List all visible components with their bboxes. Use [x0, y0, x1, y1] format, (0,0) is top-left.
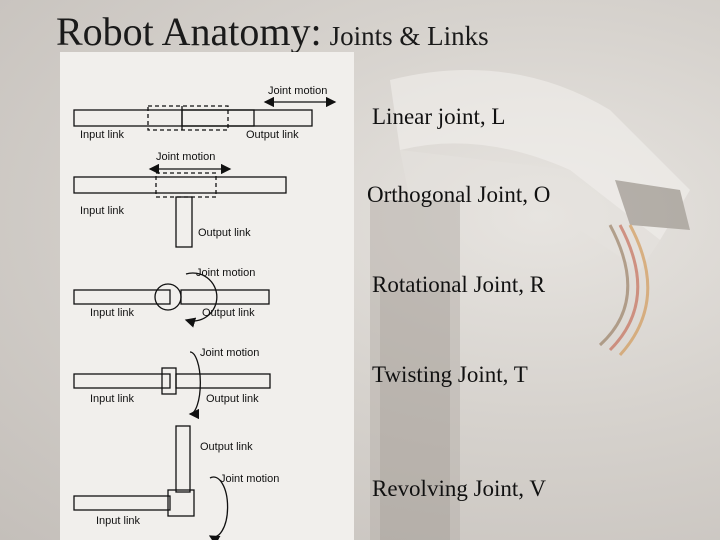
linear-joint-input-link-label: Input link [80, 129, 125, 141]
robot-arm-background-image [370, 70, 690, 540]
joint-diagrams: Joint motion Input link Output link Join… [73, 85, 337, 540]
linear-joint-motion-label: Joint motion [268, 85, 327, 97]
joint-label-orthogonal: Orthogonal Joint, O [367, 182, 551, 207]
twisting-joint-motion-label: Joint motion [200, 347, 259, 359]
slide-title-main: Robot Anatomy: [56, 9, 322, 54]
linear-joint-diagram: Joint motion Input link Output link [73, 85, 337, 141]
joint-label-linear: Linear joint, L [372, 104, 506, 129]
rotational-joint-output-link-label: Output link [202, 307, 255, 319]
revolving-joint-input-link-label: Input link [96, 515, 141, 527]
orthogonal-joint-diagram: Joint motion Input link Output link [73, 151, 287, 248]
rotational-joint-motion-label: Joint motion [196, 267, 255, 279]
revolving-joint-output-link-label: Output link [200, 441, 253, 453]
orthogonal-joint-output-link-label: Output link [198, 227, 251, 239]
joint-types-figure: Joint motion Input link Output link Join… [60, 52, 354, 540]
joint-label-rotational: Rotational Joint, R [372, 272, 546, 297]
joint-label-twisting: Twisting Joint, T [372, 362, 528, 387]
orthogonal-joint-motion-label: Joint motion [156, 151, 215, 163]
revolving-joint-diagram: Output link Joint motion Input link [73, 425, 279, 540]
rotational-joint-input-link-label: Input link [90, 307, 135, 319]
revolving-joint-motion-label: Joint motion [220, 473, 279, 485]
slide-title: Robot Anatomy: Joints & Links [56, 8, 489, 55]
linear-joint-output-link-label: Output link [246, 129, 299, 141]
orthogonal-joint-input-link-label: Input link [80, 205, 125, 217]
rotational-joint-diagram: Joint motion Input link Output link [73, 267, 270, 328]
twisting-joint-output-link-label: Output link [206, 393, 259, 405]
slide-title-sub: Joints & Links [329, 21, 489, 51]
joint-label-revolving: Revolving Joint, V [372, 476, 547, 501]
twisting-joint-input-link-label: Input link [90, 393, 135, 405]
twisting-joint-diagram: Joint motion Input link Output link [73, 347, 271, 420]
